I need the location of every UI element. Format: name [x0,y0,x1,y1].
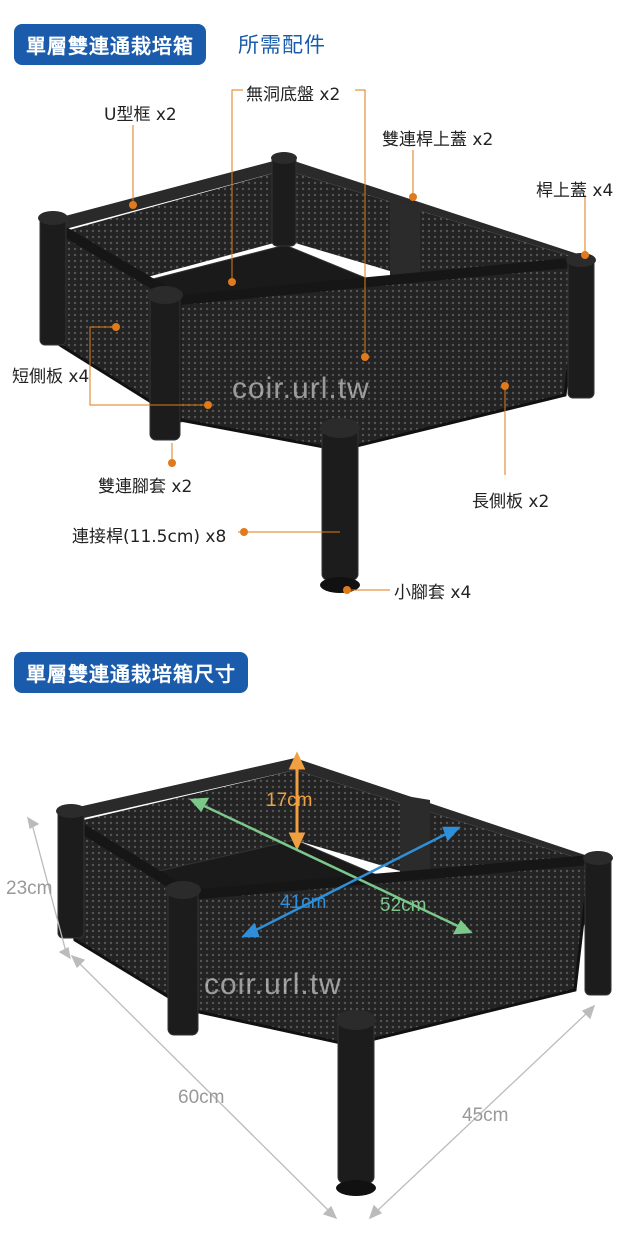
leader-bottom-tray [231,89,243,282]
corner-post-back [271,155,297,247]
leader-short-panel [89,326,208,406]
label-double-pole-cap: 雙連桿上蓋 x2 [382,130,494,150]
corner-post-left [149,289,181,441]
dim-label-23: 23cm [6,878,53,899]
corner-post-front [321,424,359,581]
planter-box-illustration-2 [27,751,613,1220]
small-foot [320,577,360,593]
dim-label-45: 45cm [462,1105,509,1126]
label-double-foot: 雙連腳套 x2 [98,477,193,497]
label-long-panel: 長側板 x2 [472,492,550,512]
dim-line-60 [77,961,331,1213]
label-connector-rod: 連接桿(11.5cm) x8 [72,527,227,547]
dim-arrow-17 [288,751,306,851]
dim-label-52: 52cm [380,895,427,916]
planter-box-illustration-1 [38,89,596,594]
leader-bottom-tray-2 [355,89,366,357]
dim-line-45 [375,1011,589,1213]
watermark-2: coir.url.tw [204,968,342,1001]
label-small-foot: 小腳套 x4 [394,583,472,603]
back-wall [50,158,590,262]
watermark: coir.url.tw [232,372,370,405]
label-bottom-tray: 無洞底盤 x2 [246,85,341,105]
section-subtitle: 所需配件 [238,33,326,57]
dim-label-17: 17cm [266,790,313,811]
section-badge-parts: 單層雙連通栽培箱 [14,24,206,65]
corner-post-back-left [39,214,67,346]
dim-arrow-52 [189,797,473,935]
label-u-frame: U型框 x2 [104,105,177,125]
dim-line-23 [31,823,67,953]
corner-post-right [567,257,595,399]
dim-label-41: 41cm [280,892,327,913]
dim-arrow-41 [241,826,461,938]
dim-label-60: 60cm [178,1087,225,1108]
label-short-panel: 短側板 x4 [12,367,90,387]
label-pole-cap: 桿上蓋 x4 [536,181,614,201]
section-badge-dimensions: 單層雙連通栽培箱尺寸 [14,652,248,693]
